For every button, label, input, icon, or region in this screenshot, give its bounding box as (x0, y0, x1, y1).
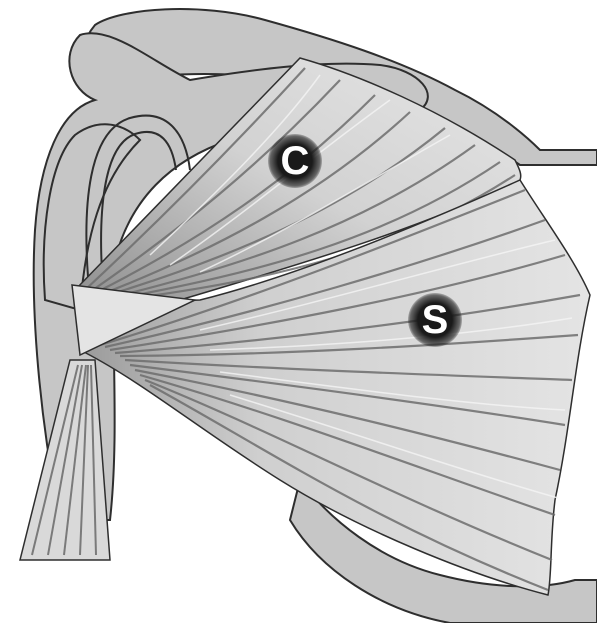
clavicular-head-label: C (268, 134, 322, 188)
clavicular-head-label-text: C (281, 141, 310, 181)
biceps-fan (20, 360, 110, 560)
sternal-head-label-text: S (422, 300, 449, 340)
sternal-head-label: S (408, 293, 462, 347)
